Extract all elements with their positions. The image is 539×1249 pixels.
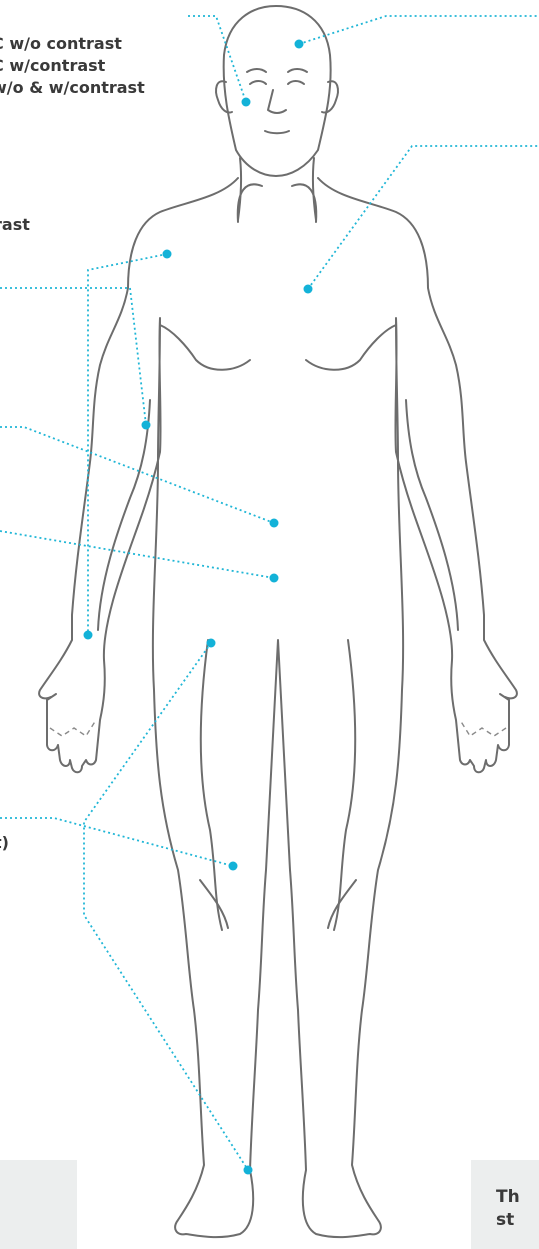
- leader-abdomen: [0, 427, 274, 523]
- body-silhouette: [39, 178, 517, 1237]
- marker-abdomen: [270, 519, 279, 528]
- left-pectoral: [160, 325, 250, 370]
- right-hand-crease: [460, 720, 506, 736]
- body-outline: [39, 6, 517, 1237]
- marker-knee: [229, 862, 238, 871]
- marker-face: [242, 98, 251, 107]
- left-hand-crease: [50, 720, 96, 736]
- marker-hip: [207, 639, 216, 648]
- leader-pelvis: [0, 531, 274, 578]
- leader-lines: [0, 16, 539, 1170]
- marker-pelvis: [270, 574, 279, 583]
- head-outline: [224, 6, 331, 176]
- head-label-1: C w/o contrast: [0, 33, 145, 55]
- leader-upper-arm: [0, 288, 146, 425]
- nose: [268, 90, 286, 113]
- marker-elbow: [142, 421, 151, 430]
- right-eyebrow: [288, 69, 307, 72]
- marker-wrist: [84, 631, 93, 640]
- leader-thigh: [84, 643, 248, 1170]
- marker-ankle: [244, 1166, 253, 1175]
- head-label-3: w/o & w/contrast: [0, 77, 145, 99]
- head-exam-labels: C w/o contrast C w/contrast w/o & w/cont…: [0, 33, 145, 99]
- left-eye: [250, 81, 266, 84]
- leader-head-right: [299, 16, 539, 44]
- head-label-2: C w/contrast: [0, 55, 145, 77]
- marker-head: [295, 40, 304, 49]
- leader-shoulder-right: [308, 146, 539, 289]
- mouth: [265, 131, 289, 133]
- marker-shoulder: [163, 250, 172, 259]
- left-eyebrow: [247, 69, 266, 72]
- region-markers: [84, 40, 313, 1175]
- leader-femur: [0, 818, 233, 866]
- femur-label: t): [0, 832, 9, 854]
- left-knee: [200, 880, 228, 928]
- shoulder-label: rast: [0, 214, 30, 236]
- marker-chest: [304, 285, 313, 294]
- right-pectoral: [306, 325, 396, 370]
- right-eye: [288, 81, 304, 84]
- right-knee: [328, 880, 356, 928]
